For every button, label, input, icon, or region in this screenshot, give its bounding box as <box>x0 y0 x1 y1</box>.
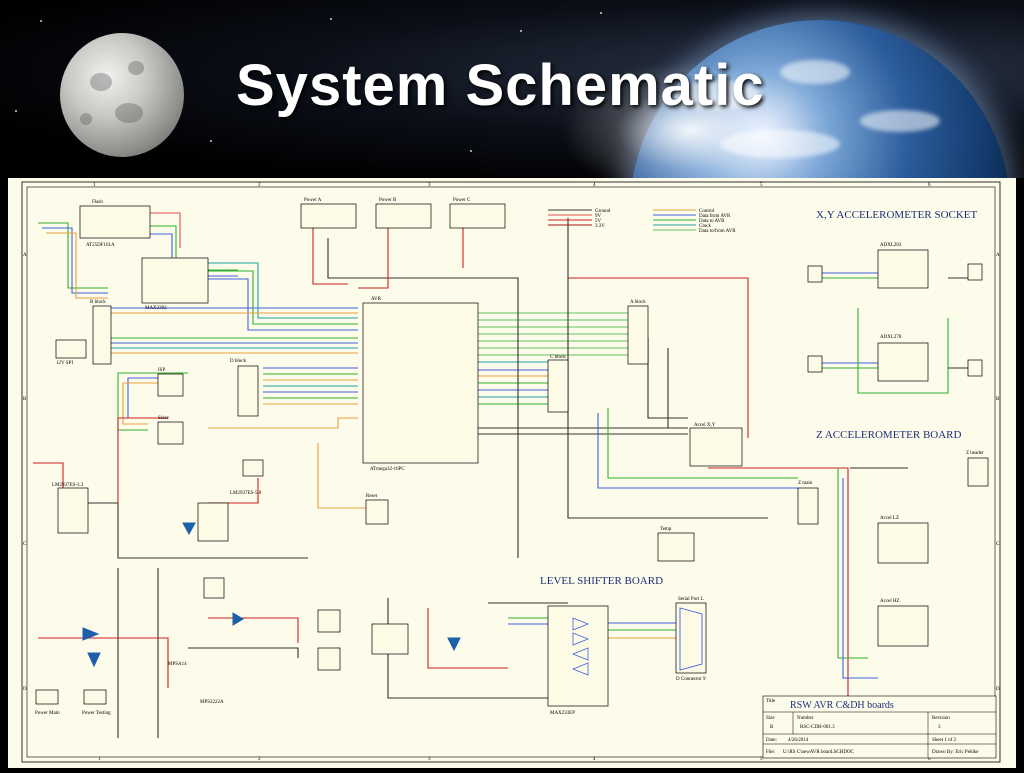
grid-row: D <box>23 687 27 692</box>
legend-data-bidirectional: Data to/from AVR <box>699 229 736 234</box>
grid-col: 4 <box>593 757 596 762</box>
reg-a: LM2937ES-3.3 <box>52 483 84 488</box>
z-header: Z header <box>966 451 984 456</box>
serial-port: Serial Port L <box>678 597 704 602</box>
title-block: Title RSW AVR C&DH boards Size B Number … <box>762 695 997 759</box>
grid-row: C <box>996 542 1000 547</box>
z-main: Z main <box>798 481 813 486</box>
legend-control: Control <box>699 209 715 214</box>
legend-ground: Ground <box>595 209 611 214</box>
db9-connector: D Connector 9 <box>676 677 706 682</box>
number-value: RSC-CDH-001.3 <box>800 725 835 730</box>
accel-h: ADXL278 <box>880 335 902 340</box>
schematic-drawing: 1 2 3 4 5 6 1 2 3 4 5 6 A B C D A B C D <box>21 181 1001 763</box>
grid-col: 1 <box>98 757 101 762</box>
moon-image <box>60 33 184 157</box>
shifter-part: MAX233EP <box>550 711 575 716</box>
flash-ref: Flash <box>92 200 103 205</box>
grid-row: A <box>23 253 27 258</box>
q2-part: MPS2222A <box>200 700 224 705</box>
components <box>35 203 989 707</box>
flash-part: AT25DF161A <box>86 243 115 248</box>
power-c: Power C <box>453 198 471 203</box>
slide-title: System Schematic <box>236 53 765 118</box>
grid-col: 1 <box>93 183 96 188</box>
wire-legend: Ground 9V 5V 3.3V Control Data from AVR … <box>548 209 736 234</box>
accel-xy: Accel X,Y <box>694 423 716 428</box>
seize-header: Seize <box>158 416 170 421</box>
grid-col: 5 <box>760 183 763 188</box>
legend-data-from-avr: Data from AVR <box>699 214 731 219</box>
size-value: B <box>770 725 774 730</box>
size-label: Size <box>766 716 775 721</box>
switch-testing: Power Testing <box>82 711 111 716</box>
d-block: D block <box>230 359 246 364</box>
shifter-buffers <box>571 617 590 676</box>
a-block: A block <box>630 300 646 305</box>
grid-row: C <box>23 542 27 547</box>
legend-clock: Clock <box>699 224 711 229</box>
file-label: File: <box>766 750 775 755</box>
grid-col: 4 <box>593 183 596 188</box>
grid-col: 5 <box>760 757 763 762</box>
temp-sensor: Temp <box>660 527 672 532</box>
grid-row: A <box>996 253 1000 258</box>
grid-col: 2 <box>258 757 261 762</box>
legend-9v: 9V <box>595 214 602 219</box>
sun-glare <box>560 60 820 178</box>
reg-b: LM2937ES-5.0 <box>230 491 262 496</box>
mcu-part: ATmega32-16PC <box>370 467 405 472</box>
isp-header: ISP <box>158 368 165 373</box>
grid-col: 6 <box>928 757 931 762</box>
title-label: Title <box>766 699 776 704</box>
db9-shape <box>679 607 703 671</box>
grid-col: 6 <box>928 183 931 188</box>
level-shifter-title: LEVEL SHIFTER BOARD <box>540 575 663 587</box>
part-labels: Flash AT25DF161A MAX3392 AVR ATmega32-16… <box>35 198 984 716</box>
number-label: Number <box>797 716 814 721</box>
grid-markers: 1 2 3 4 5 6 1 2 3 4 5 6 A B C D A B C D <box>23 183 1000 762</box>
reset-header: Reset <box>366 494 378 499</box>
legend-data-to-avr: Data to AVR <box>699 219 725 224</box>
level1-part: MAX3392 <box>145 306 167 311</box>
legend-3v3: 3.3V <box>595 224 605 229</box>
xy-socket-title: X,Y ACCELEROMETER SOCKET <box>816 209 978 221</box>
accel-l: ADXL203 <box>880 243 902 248</box>
revision-value: 3 <box>938 725 941 730</box>
section-titles: X,Y ACCELEROMETER SOCKET Z ACCELEROMETER… <box>540 209 978 587</box>
legend-5v: 5V <box>595 219 602 224</box>
sheet-value: Sheet 1 of 2 <box>932 738 957 743</box>
date-label: Date: <box>766 738 777 743</box>
c-block: C block <box>550 355 566 360</box>
q1-part: MPSA14 <box>168 662 187 667</box>
diodes <box>82 522 461 668</box>
switch-main: Power Main <box>35 711 60 716</box>
grid-col: 3 <box>428 183 431 188</box>
grid-row: B <box>23 397 27 402</box>
drawn-by: Drawn By: Eric Pehlke <box>932 750 979 755</box>
wires <box>33 212 968 738</box>
b-block: B block <box>90 300 106 305</box>
grid-col: 3 <box>428 757 431 762</box>
title-value: RSW AVR C&DH boards <box>790 700 894 711</box>
power-a: Power A <box>304 198 322 203</box>
space-background: System Schematic <box>0 0 1024 178</box>
z-board-title: Z ACCELEROMETER BOARD <box>816 429 962 441</box>
grid-col: 2 <box>258 183 261 188</box>
revision-label: Revision <box>932 716 950 721</box>
grid-row: B <box>996 397 1000 402</box>
grid-row: D <box>996 687 1000 692</box>
z-accel-h: Accel HZ <box>880 599 900 604</box>
z-accel-l: Accel LZ <box>880 516 899 521</box>
switch-spi: 12V SPI <box>56 361 73 366</box>
file-value: U:\RS C\newAVR board.SCHDOC <box>783 750 855 755</box>
schematic-sheet: 1 2 3 4 5 6 1 2 3 4 5 6 A B C D A B C D <box>8 178 1016 768</box>
mcu-ref: AVR <box>371 297 382 302</box>
date-value: 4/26/2014 <box>788 738 809 743</box>
power-b: Power B <box>379 198 397 203</box>
